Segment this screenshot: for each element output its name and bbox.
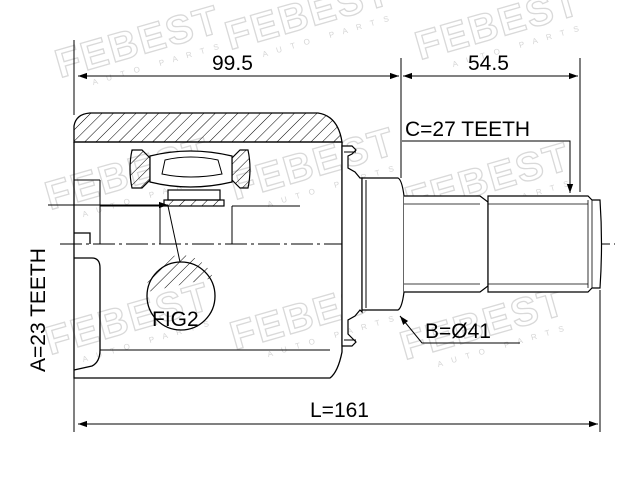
watermark: FEBEST AUTO PARTS [50,0,229,87]
dimension-lines [48,40,601,432]
outer-teeth-label: C=27 TEETH [405,118,530,141]
fig2-label: FIG2 [152,308,199,331]
tripod-roller [129,149,251,207]
c-teeth-leader [402,140,574,193]
housing [73,112,343,379]
seal-ring [341,145,363,347]
inner-teeth-label: A=23 TEETH [27,248,50,372]
total-length-label: L=161 [310,399,369,422]
b-diameter-leader [399,315,520,344]
stub-shaft [361,177,603,311]
svg-text:FEBEST: FEBEST [220,0,395,59]
dimension-99-5-label: 99.5 [212,52,253,75]
fig2-callout: FIG2 [146,205,216,331]
dimension-54-5-label: 54.5 [468,52,509,75]
seal-diameter-label: B=Ø41 [425,320,491,343]
housing-hatched-section [73,112,343,143]
